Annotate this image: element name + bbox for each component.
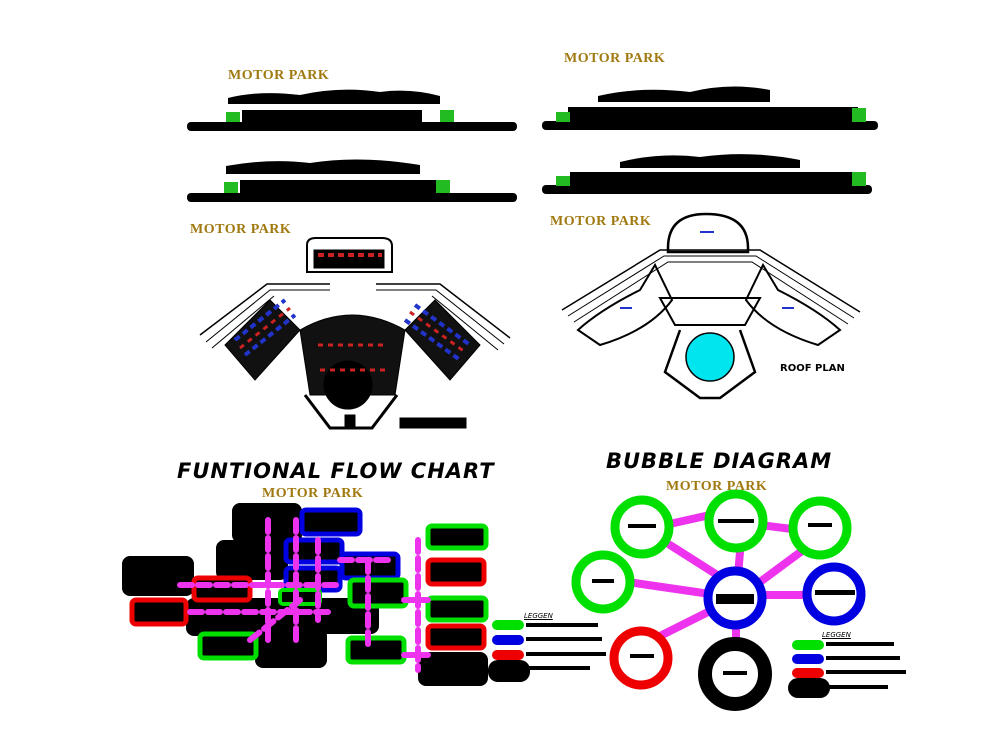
elevation-top-left xyxy=(187,89,517,131)
bubble-legend-title: LEGGEN xyxy=(822,631,851,639)
elevation-bottom-left xyxy=(187,159,517,202)
flow-chart-title: MOTOR PARK xyxy=(262,486,364,501)
elevation-top-right xyxy=(542,86,878,130)
floor-plan-left-title: MOTOR PARK xyxy=(190,222,292,237)
bubble-diagram-heading: BUBBLE DIAGRAM xyxy=(606,449,833,473)
roof-plan-label: ROOF PLAN xyxy=(780,363,845,374)
flow-chart-heading: FUNTIONAL FLOW CHART xyxy=(177,459,495,483)
elevation-bottom-right xyxy=(542,154,872,194)
elevation-top-left-title: MOTOR PARK xyxy=(228,68,330,83)
roof-plan-title: MOTOR PARK xyxy=(550,214,652,229)
roof-plan-right xyxy=(561,212,861,400)
functional-flow-chart xyxy=(122,503,606,686)
floor-plan-left xyxy=(199,237,511,430)
flow-legend-title: LEGGEN xyxy=(524,612,553,620)
elevation-top-right-title: MOTOR PARK xyxy=(564,51,666,66)
bubble-diagram xyxy=(571,489,906,711)
bubble-diagram-title: MOTOR PARK xyxy=(666,479,768,494)
